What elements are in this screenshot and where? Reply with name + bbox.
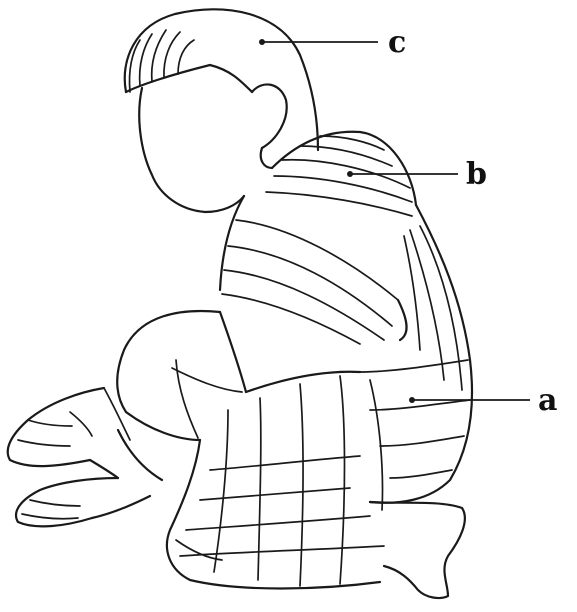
label-b: b bbox=[466, 157, 487, 192]
head bbox=[125, 9, 318, 212]
label-c: c bbox=[388, 25, 406, 60]
label-b-group: b bbox=[347, 157, 487, 192]
arm bbox=[8, 311, 246, 526]
label-a: a bbox=[538, 383, 557, 418]
label-a-group: a bbox=[409, 383, 557, 418]
